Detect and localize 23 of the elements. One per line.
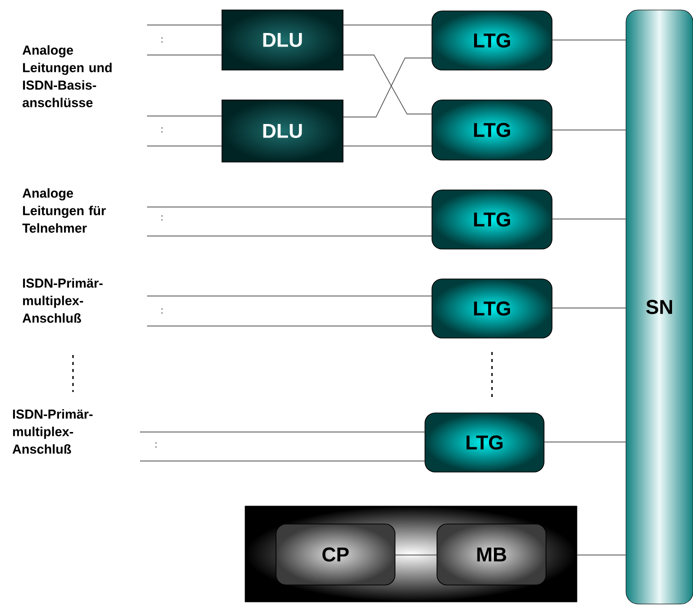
ltg-box: LTG xyxy=(432,278,552,338)
connector-line xyxy=(140,460,425,462)
ltg-box: LTG xyxy=(432,10,552,70)
line-group-label: ISDN-Primär-multiplex-Anschluß xyxy=(22,278,103,323)
connector-line xyxy=(343,24,432,26)
connector-line xyxy=(395,554,437,556)
dlu-box: DLU xyxy=(222,100,344,162)
connector-line xyxy=(146,206,432,208)
connector-line xyxy=(146,54,222,56)
ltg-box: LTG xyxy=(432,190,552,250)
ltg-box: LTG xyxy=(432,100,552,160)
control-unit-box xyxy=(244,506,578,602)
line-group-label: Analoge Leitungen für Telnehmer xyxy=(22,188,106,233)
processor-box: CP xyxy=(276,524,396,586)
connector-line xyxy=(552,218,626,220)
processor-box: MB xyxy=(436,524,546,586)
connector-line xyxy=(576,554,626,556)
connector-line xyxy=(146,24,222,26)
dlu-box: DLU xyxy=(222,10,344,70)
ltg-box: LTG xyxy=(424,412,544,472)
line-group-label: Analoge Leitungen und ISDN-Basis-anschlüsse xyxy=(22,45,112,108)
line-group-label: ISDN-Primär-multiplex-Anschluß xyxy=(12,409,93,454)
switching-network-bar: SN xyxy=(626,10,693,604)
